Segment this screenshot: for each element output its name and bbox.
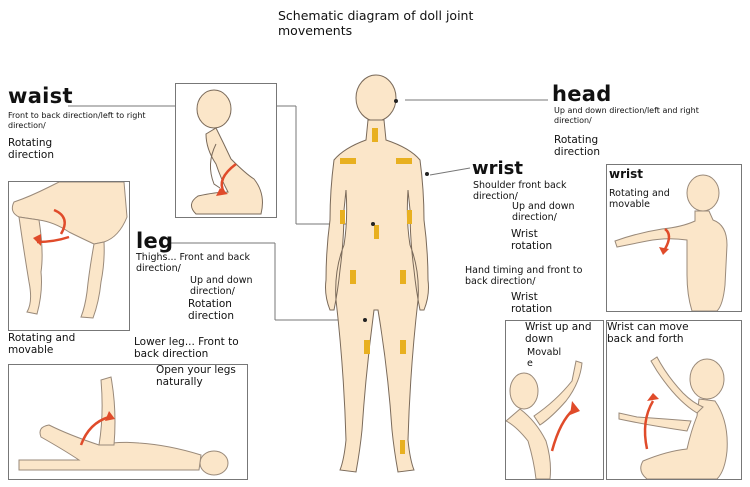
figure-head: [686, 174, 720, 212]
wrist-line: [429, 167, 471, 176]
leg-thighs-direction: Thighs... Front and back direction/: [136, 252, 251, 274]
figure-body-arm: [614, 210, 728, 311]
leg-rotation-direction: Rotation direction: [188, 298, 235, 322]
arrow-head: [216, 188, 228, 196]
joint-hip-left: [350, 270, 356, 284]
waist-bend-panel: [175, 83, 277, 218]
wrist-shoulder-direction: Shoulder front back direction/: [473, 180, 567, 202]
thigh-rotate-panel: [8, 181, 130, 331]
arrow-head: [33, 234, 41, 246]
thigh-rotate-illustration: [11, 182, 128, 319]
page-title: Schematic diagram of doll joint movement…: [278, 8, 474, 38]
figure-raised-arm: [533, 360, 583, 426]
doll-figure: [325, 74, 429, 473]
arrow-head: [570, 401, 580, 415]
dot-wrist: [425, 172, 429, 176]
head-desc-rotating: Rotating direction: [554, 134, 601, 158]
arrow-head: [647, 393, 659, 401]
wrist-rotation-2: Wrist rotation: [511, 291, 553, 315]
open-legs-illustration: [18, 376, 229, 476]
joint-waist: [374, 225, 379, 239]
rotation-arrow: [550, 408, 575, 452]
dot-head: [394, 99, 398, 103]
figure-left-leg: [18, 216, 43, 315]
figure-head: [196, 89, 232, 129]
figure-raised-arm: [650, 356, 704, 414]
leg-lower-direction: Lower leg... Front to back direction: [134, 336, 239, 360]
leg-up-down-direction: Up and down direction/: [190, 275, 253, 297]
wrist-backforth-panel: [606, 320, 742, 480]
doll-body: [325, 119, 429, 473]
joint-dots: [363, 99, 429, 322]
wrist-heading: wrist: [472, 158, 523, 179]
arrow-head: [105, 411, 115, 421]
joint-elbow-left: [340, 210, 345, 224]
leg-rotating-movable: Rotating and movable: [8, 332, 76, 356]
wrist-rotate-panel: [606, 164, 742, 312]
joint-neck: [372, 128, 378, 142]
wrist-updown-movable: Movabl e: [527, 347, 562, 369]
joint-knee-left: [364, 340, 370, 354]
head-heading: head: [552, 82, 612, 106]
figure-head: [689, 358, 725, 400]
wrist-rotation-1: Wrist rotation: [511, 228, 553, 252]
wrist-panel-heading: wrist: [609, 167, 643, 181]
dot-waist: [371, 222, 375, 226]
figure-raised-leg: [98, 376, 116, 446]
open-legs-panel: [8, 364, 248, 480]
figure-right-leg: [80, 241, 105, 319]
joint-knee-right: [400, 340, 406, 354]
joint-elbow-right: [407, 210, 412, 224]
figure-forward-arm: [618, 412, 692, 432]
joint-shoulder-right: [396, 158, 412, 164]
head-desc-direction: Up and down direction/left and right dir…: [554, 106, 699, 125]
figure-body: [18, 424, 202, 471]
joint-hip-right: [400, 270, 406, 284]
leg-heading: leg: [136, 229, 174, 253]
joint-ankle-right: [400, 440, 405, 454]
figure-hips: [11, 182, 128, 245]
rotation-arrow: [220, 163, 237, 193]
wrist-updown-panel: [505, 320, 604, 480]
rotation-arrow-top: [53, 208, 66, 235]
waist-heading: waist: [8, 84, 73, 108]
leg-open-naturally: Open your legs naturally: [156, 364, 236, 388]
doll-head: [355, 74, 397, 122]
joint-markers: [340, 128, 412, 454]
arrow-head: [659, 247, 669, 255]
waist-bend-illustration: [191, 89, 263, 215]
wrist-updown-illustration: [506, 360, 583, 479]
wrist-up-down-direction: Up and down direction/: [512, 201, 575, 223]
figure-head: [199, 450, 229, 476]
rotation-arrow: [643, 400, 655, 450]
figure-body: [640, 398, 728, 479]
figure-arm: [210, 143, 221, 189]
waist-desc-rotating: Rotating direction: [8, 137, 55, 161]
dot-leg: [363, 318, 367, 322]
figure-head: [509, 372, 539, 410]
joint-shoulder-left: [340, 158, 356, 164]
wrist-updown-label: Wrist up and down: [525, 321, 592, 345]
wrist-backforth-illustration: [618, 356, 728, 479]
wrist-rotate-illustration: [614, 174, 728, 311]
rotation-arrow: [79, 415, 110, 446]
waist-desc-direction: Front to back direction/left to right di…: [8, 111, 146, 130]
wrist-panel-desc: Rotating and movable: [609, 188, 670, 210]
figure-body: [506, 408, 551, 479]
wrist-backforth-label: Wrist can move back and forth: [607, 321, 689, 345]
rotation-arrow: [663, 228, 671, 250]
wrist-hand-timing: Hand timing and front to back direction/: [465, 265, 583, 287]
